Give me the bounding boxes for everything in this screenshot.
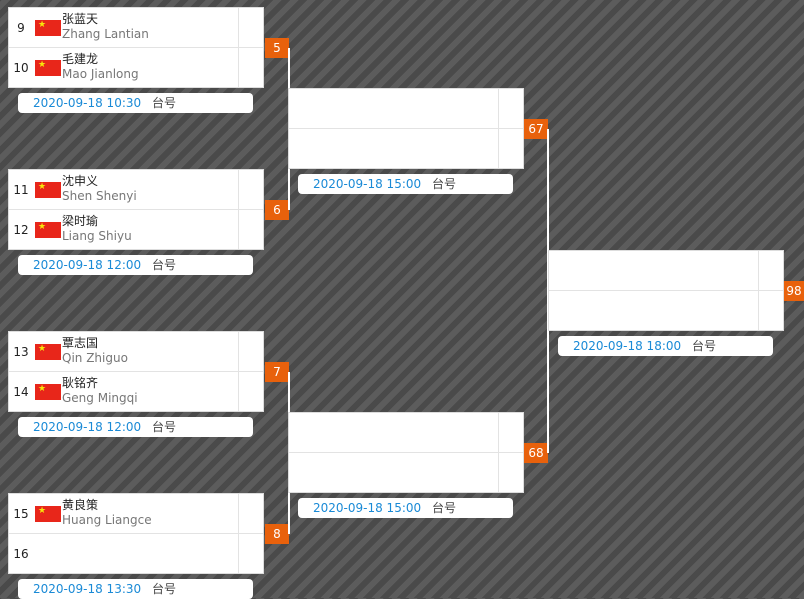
match-box[interactable] <box>548 250 784 331</box>
match-time: 2020-09-18 12:00 <box>33 420 142 434</box>
table-label: 台号 <box>432 177 457 191</box>
table-label: 台号 <box>152 96 177 110</box>
player-slot[interactable] <box>549 251 783 291</box>
player-slot[interactable] <box>289 413 523 453</box>
china-flag-icon: ★ <box>35 506 61 522</box>
score-column <box>238 494 263 573</box>
match-time: 2020-09-18 10:30 <box>33 96 142 110</box>
player-name-en[interactable]: Mao Jianlong <box>62 67 139 81</box>
table-label: 台号 <box>152 258 177 272</box>
match-schedule[interactable]: 2020-09-18 15:00 台号 <box>298 498 513 518</box>
player-name-en[interactable]: Shen Shenyi <box>62 189 137 203</box>
player-name-cn[interactable]: 梁时瑜 <box>62 214 99 228</box>
score-column <box>758 251 783 330</box>
china-flag-icon: ★ <box>35 182 61 198</box>
match-number-badge: 7 <box>265 362 289 382</box>
match-number-badge: 5 <box>265 38 289 58</box>
seed-number: 12 <box>13 223 29 237</box>
table-label: 台号 <box>692 339 717 353</box>
seed-number: 11 <box>13 183 29 197</box>
china-flag-icon: ★ <box>35 20 61 36</box>
seed-number: 14 <box>13 385 29 399</box>
player-name-en[interactable]: Huang Liangce <box>62 513 152 527</box>
score-column <box>498 413 523 492</box>
player-name-cn[interactable]: 黄良策 <box>62 498 99 512</box>
player-name-cn[interactable]: 沈申义 <box>62 174 99 188</box>
match-time: 2020-09-18 15:00 <box>313 177 422 191</box>
player-slot[interactable]: 15 ★ 黄良策 Huang Liangce <box>9 494 263 534</box>
match-number-badge: 8 <box>265 524 289 544</box>
match-schedule[interactable]: 2020-09-18 12:00 台号 <box>18 417 253 437</box>
match-box[interactable]: 15 ★ 黄良策 Huang Liangce 16 <box>8 493 264 574</box>
player-slot[interactable] <box>289 129 523 169</box>
match-box[interactable] <box>288 88 524 169</box>
player-name-cn[interactable]: 毛建龙 <box>62 52 99 66</box>
player-name-en[interactable]: Geng Mingqi <box>62 391 138 405</box>
player-name-cn[interactable]: 耿铭齐 <box>62 376 99 390</box>
seed-number: 15 <box>13 507 29 521</box>
score-column <box>238 332 263 411</box>
match-number-badge: 98 <box>784 281 804 301</box>
player-slot[interactable]: 13 ★ 覃志国 Qin Zhiguo <box>9 332 263 372</box>
match-number-badge: 6 <box>265 200 289 220</box>
china-flag-icon: ★ <box>35 344 61 360</box>
match-schedule[interactable]: 2020-09-18 10:30 台号 <box>18 93 253 113</box>
player-name-cn[interactable]: 张蓝天 <box>62 12 99 26</box>
seed-number: 9 <box>17 21 25 35</box>
match-time: 2020-09-18 13:30 <box>33 582 142 596</box>
match-number-badge: 68 <box>524 443 548 463</box>
match-time: 2020-09-18 12:00 <box>33 258 142 272</box>
match-time: 2020-09-18 18:00 <box>573 339 682 353</box>
player-slot[interactable]: 14 ★ 耿铭齐 Geng Mingqi <box>9 372 263 412</box>
seed-number: 10 <box>13 61 29 75</box>
player-name-en[interactable]: Liang Shiyu <box>62 229 132 243</box>
match-box[interactable] <box>288 412 524 493</box>
player-slot[interactable] <box>289 453 523 493</box>
match-schedule[interactable]: 2020-09-18 13:30 台号 <box>18 579 253 599</box>
match-schedule[interactable]: 2020-09-18 15:00 台号 <box>298 174 513 194</box>
player-slot[interactable]: 10 ★ 毛建龙 Mao Jianlong <box>9 48 263 88</box>
seed-number: 13 <box>13 345 29 359</box>
china-flag-icon: ★ <box>35 384 61 400</box>
match-box[interactable]: 13 ★ 覃志国 Qin Zhiguo 14 ★ 耿铭齐 Geng Mingqi <box>8 331 264 412</box>
match-box[interactable]: 11 ★ 沈申义 Shen Shenyi 12 ★ 梁时瑜 Liang Shiy… <box>8 169 264 250</box>
china-flag-icon: ★ <box>35 222 61 238</box>
table-label: 台号 <box>432 501 457 515</box>
player-slot[interactable] <box>289 89 523 129</box>
table-label: 台号 <box>152 582 177 596</box>
player-slot[interactable]: 9 ★ 张蓝天 Zhang Lantian <box>9 8 263 48</box>
player-name-en[interactable]: Qin Zhiguo <box>62 351 128 365</box>
match-schedule[interactable]: 2020-09-18 12:00 台号 <box>18 255 253 275</box>
player-slot[interactable]: 16 <box>9 534 263 574</box>
score-column <box>238 170 263 249</box>
score-column <box>498 89 523 168</box>
player-slot[interactable]: 11 ★ 沈申义 Shen Shenyi <box>9 170 263 210</box>
player-slot[interactable] <box>549 291 783 331</box>
table-label: 台号 <box>152 420 177 434</box>
match-time: 2020-09-18 15:00 <box>313 501 422 515</box>
match-box[interactable]: 9 ★ 张蓝天 Zhang Lantian 10 ★ 毛建龙 Mao Jianl… <box>8 7 264 88</box>
match-number-badge: 67 <box>524 119 548 139</box>
china-flag-icon: ★ <box>35 60 61 76</box>
player-name-en[interactable]: Zhang Lantian <box>62 27 149 41</box>
player-name-cn[interactable]: 覃志国 <box>62 336 99 350</box>
match-schedule[interactable]: 2020-09-18 18:00 台号 <box>558 336 773 356</box>
seed-number: 16 <box>13 547 29 561</box>
score-column <box>238 8 263 87</box>
player-slot[interactable]: 12 ★ 梁时瑜 Liang Shiyu <box>9 210 263 250</box>
